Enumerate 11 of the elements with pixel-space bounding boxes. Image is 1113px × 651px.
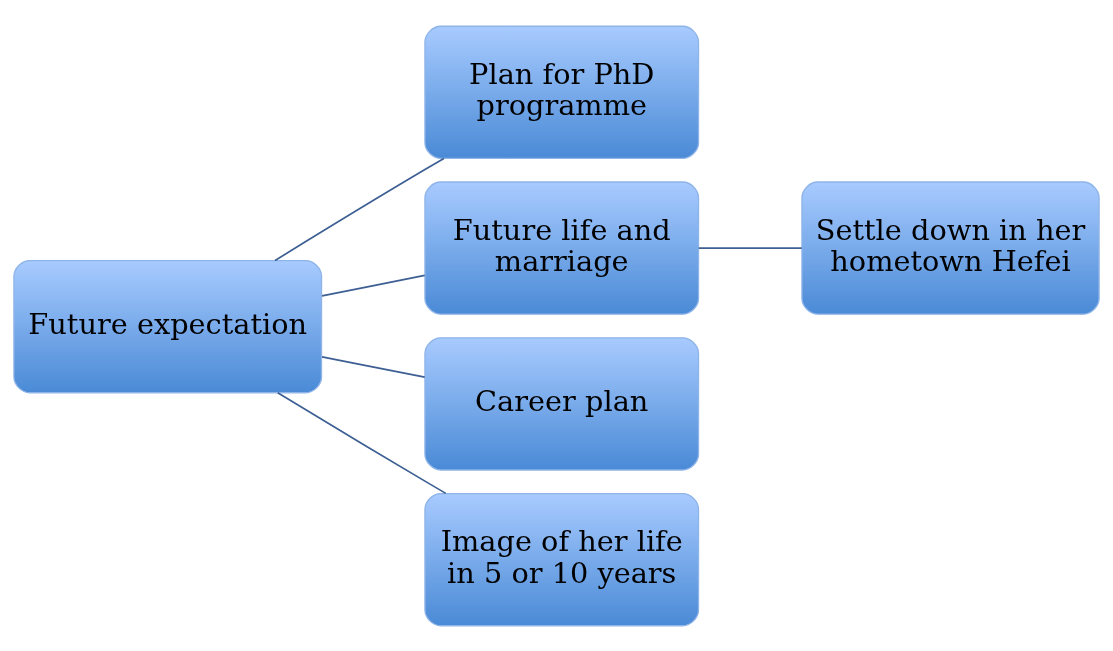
node-box: Future life and marriage (424, 180, 700, 315)
node-box: Settle down in her hometown Hefei (801, 180, 1100, 315)
connector (321, 274, 426, 297)
connector (276, 391, 447, 494)
node-box: Image of her life in 5 or 10 years (424, 492, 700, 626)
connector (274, 157, 445, 261)
node-box: Future expectation (13, 259, 323, 393)
node-box: Career plan (424, 336, 700, 471)
connector (321, 355, 426, 378)
connector (697, 246, 803, 249)
node-box: Plan for PhD programme (424, 25, 700, 159)
